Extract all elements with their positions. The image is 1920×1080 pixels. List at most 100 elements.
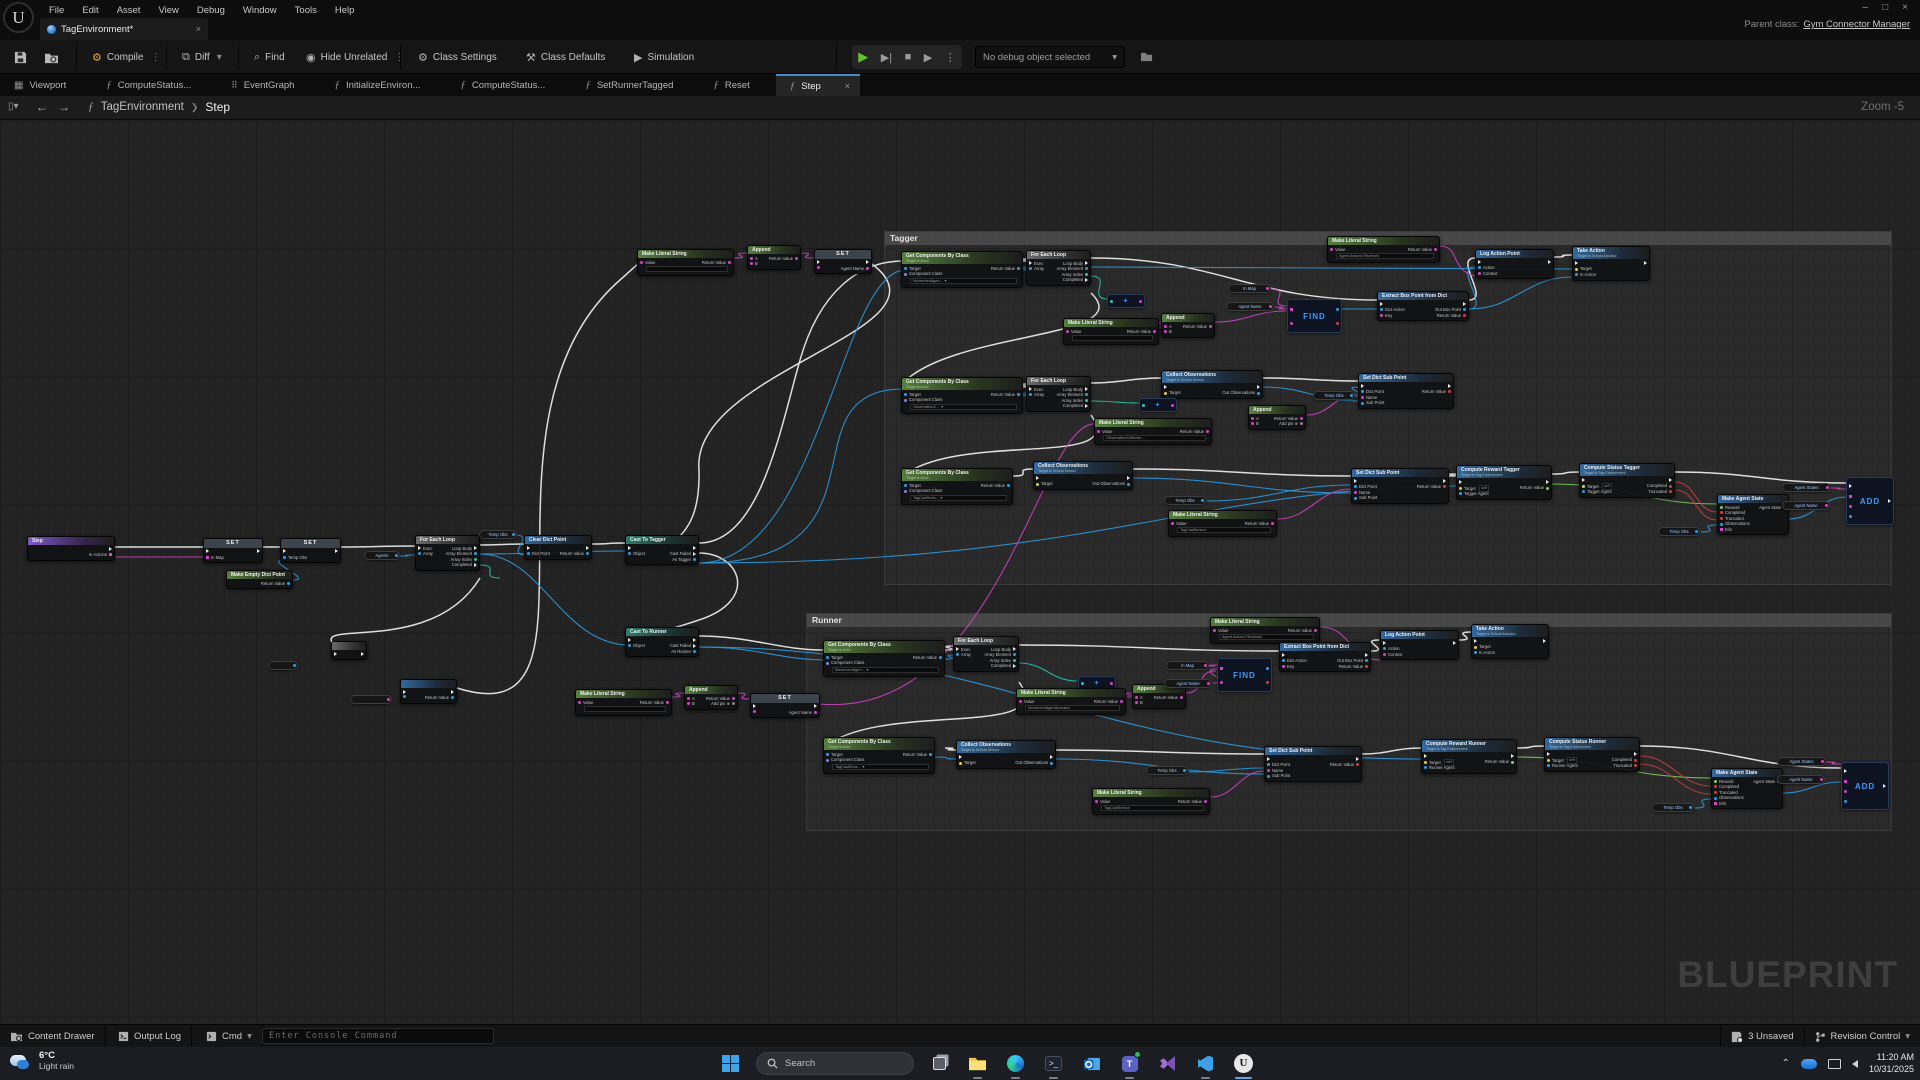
window-controls: – □ ×: [1855, 0, 1916, 15]
function-icon: ƒ: [106, 79, 112, 91]
hide-unrelated-options-icon[interactable]: ⋮: [394, 52, 404, 63]
find-button[interactable]: ⌕ Find: [254, 50, 285, 63]
function-icon: ƒ: [789, 80, 796, 92]
function-icon: ƒ: [460, 79, 466, 91]
network-icon[interactable]: [1827, 1058, 1841, 1069]
taskbar-icon-file-explorer[interactable]: [965, 1051, 990, 1079]
graph-tab-label: SetRunnerTagged: [596, 79, 674, 91]
close-icon[interactable]: ×: [195, 24, 201, 34]
taskbar-icon-outlook[interactable]: [1079, 1051, 1104, 1076]
graph-tab-label: Viewport: [29, 79, 67, 91]
debug-filter-icon[interactable]: [1134, 40, 1159, 74]
taskbar-icon-visual-studio[interactable]: [1155, 1051, 1180, 1076]
chevron-down-icon: ▾: [1112, 51, 1117, 63]
content-drawer-button[interactable]: Content Drawer: [0, 1025, 106, 1048]
blueprint-watermark: BLUEPRINT: [1677, 954, 1898, 995]
menu-item-help[interactable]: Help: [334, 5, 355, 16]
weather-widget[interactable]: 6°C Light rain: [8, 1050, 74, 1071]
debug-object-select[interactable]: No debug object selected ▾: [975, 46, 1125, 68]
graph-tab-eventgraph[interactable]: ⠿ EventGraph: [217, 74, 320, 96]
bookmark-icon[interactable]: ▯▾: [8, 101, 19, 112]
graph-tab-label: ComputeStatus...: [471, 79, 546, 91]
search-icon: [767, 1058, 778, 1069]
onedrive-icon[interactable]: [1800, 1058, 1817, 1069]
menu-item-view[interactable]: View: [158, 5, 179, 16]
simulation-icon: ▶: [634, 51, 643, 64]
advance-button[interactable]: ▶: [923, 51, 933, 64]
output-log-button[interactable]: Output Log: [108, 1025, 193, 1048]
play-options-icon[interactable]: ⋮: [944, 51, 956, 64]
blueprint-icon: [47, 24, 56, 34]
graph-tab-computestatus-[interactable]: ƒ ComputeStatus...: [446, 74, 571, 96]
maximize-button[interactable]: □: [1882, 2, 1889, 13]
unsaved-button[interactable]: 3 Unsaved: [1720, 1025, 1803, 1048]
minimize-button[interactable]: –: [1862, 2, 1869, 13]
menu-item-file[interactable]: File: [49, 5, 65, 16]
clock[interactable]: 11:20 AM 10/31/2025: [1868, 1051, 1914, 1074]
save-button[interactable]: [8, 40, 33, 74]
close-icon[interactable]: ×: [844, 81, 851, 91]
menu-item-tools[interactable]: Tools: [294, 5, 317, 16]
start-button[interactable]: [718, 1051, 743, 1076]
forward-button[interactable]: →: [58, 100, 70, 114]
taskbar-icon-unreal[interactable]: U: [1231, 1051, 1256, 1079]
play-button[interactable]: ▶: [858, 49, 869, 64]
hide-unrelated-button[interactable]: ◉ Hide Unrelated ⋮: [300, 40, 410, 74]
function-icon: ƒ: [334, 79, 340, 91]
taskbar: 6°C Light rain Search >_ T U ⌃ 11:20 AM 10…: [0, 1047, 1920, 1080]
frame-skip-button[interactable]: ▶|: [880, 51, 893, 64]
graph-tab-label: Reset: [724, 79, 750, 91]
wrench-icon: ⚒: [526, 51, 536, 64]
graph-canvas[interactable]: BLUEPRINT: [0, 120, 1920, 1024]
toolbar: ⚙ Compile ⋮ ⧉ Diff ▾ ⌕ Find ◉ Hide Unrel…: [0, 40, 1920, 74]
taskbar-center: Search >_ T U: [718, 1051, 1256, 1079]
menu-item-edit[interactable]: Edit: [82, 5, 99, 16]
event-graph-icon: ⠿: [231, 79, 238, 90]
back-button[interactable]: ←: [36, 100, 48, 114]
zoom-level: Zoom -5: [1861, 101, 1904, 113]
close-button[interactable]: ×: [1902, 2, 1908, 13]
volume-icon[interactable]: [1851, 1059, 1858, 1068]
taskbar-icon-task-view[interactable]: [927, 1051, 952, 1076]
menu-item-window[interactable]: Window: [242, 5, 277, 16]
parent-class-link[interactable]: Gym Connector Manager: [1803, 19, 1910, 30]
diff-button[interactable]: ⧉ Diff ▾: [182, 50, 222, 63]
menu-item-debug[interactable]: Debug: [196, 5, 225, 16]
compile-button[interactable]: ⚙ Compile ⋮: [92, 51, 161, 64]
system-tray: ⌃ 11:20 AM 10/31/2025: [1782, 1049, 1914, 1078]
graph-tab-label: EventGraph: [243, 79, 295, 91]
console-input[interactable]: Enter Console Command: [262, 1028, 494, 1044]
simulation-button[interactable]: ▶ Simulation: [634, 51, 695, 64]
asset-tab[interactable]: TagEnvironment* ×: [40, 18, 208, 40]
class-settings-button[interactable]: ⚙ Class Settings: [418, 51, 497, 64]
search-icon: ⌕: [254, 50, 261, 63]
taskbar-icon-vscode[interactable]: [1193, 1051, 1218, 1079]
class-defaults-button[interactable]: ⚒ Class Defaults: [526, 51, 606, 64]
breadcrumb-root[interactable]: TagEnvironment: [100, 101, 184, 113]
weather-temp: 6°C: [39, 1050, 55, 1061]
search-input[interactable]: Search: [756, 1052, 914, 1075]
browse-asset-button[interactable]: [38, 40, 65, 74]
graph-header: ▯▾ ← → ƒ TagEnvironment ❯ Step Zoom -5: [0, 96, 1920, 120]
taskbar-icon-edge[interactable]: [1003, 1051, 1028, 1079]
gear-icon: ⚙: [418, 51, 428, 64]
graph-tab-label: Step: [801, 80, 821, 92]
stop-button[interactable]: ■: [904, 51, 912, 63]
play-controls: ▶ ▶| ■ ▶ ⋮: [852, 45, 962, 69]
function-icon: ƒ: [88, 101, 94, 113]
menu-item-asset[interactable]: Asset: [116, 5, 141, 16]
chevron-down-icon: ▾: [216, 51, 222, 63]
taskbar-icon-terminal[interactable]: >_: [1041, 1051, 1066, 1079]
tray-expand-icon[interactable]: ⌃: [1781, 1058, 1790, 1069]
graph-tab-viewport[interactable]: ▦Viewport: [0, 74, 92, 96]
taskbar-icon-teams[interactable]: T: [1117, 1051, 1142, 1079]
revision-control-button[interactable]: Revision Control ▾: [1803, 1025, 1920, 1048]
graph-tab-step[interactable]: ƒ Step ×: [775, 74, 861, 96]
compile-options-icon[interactable]: ⋮: [150, 51, 161, 63]
cmd-select[interactable]: Cmd ▾: [196, 1025, 263, 1048]
